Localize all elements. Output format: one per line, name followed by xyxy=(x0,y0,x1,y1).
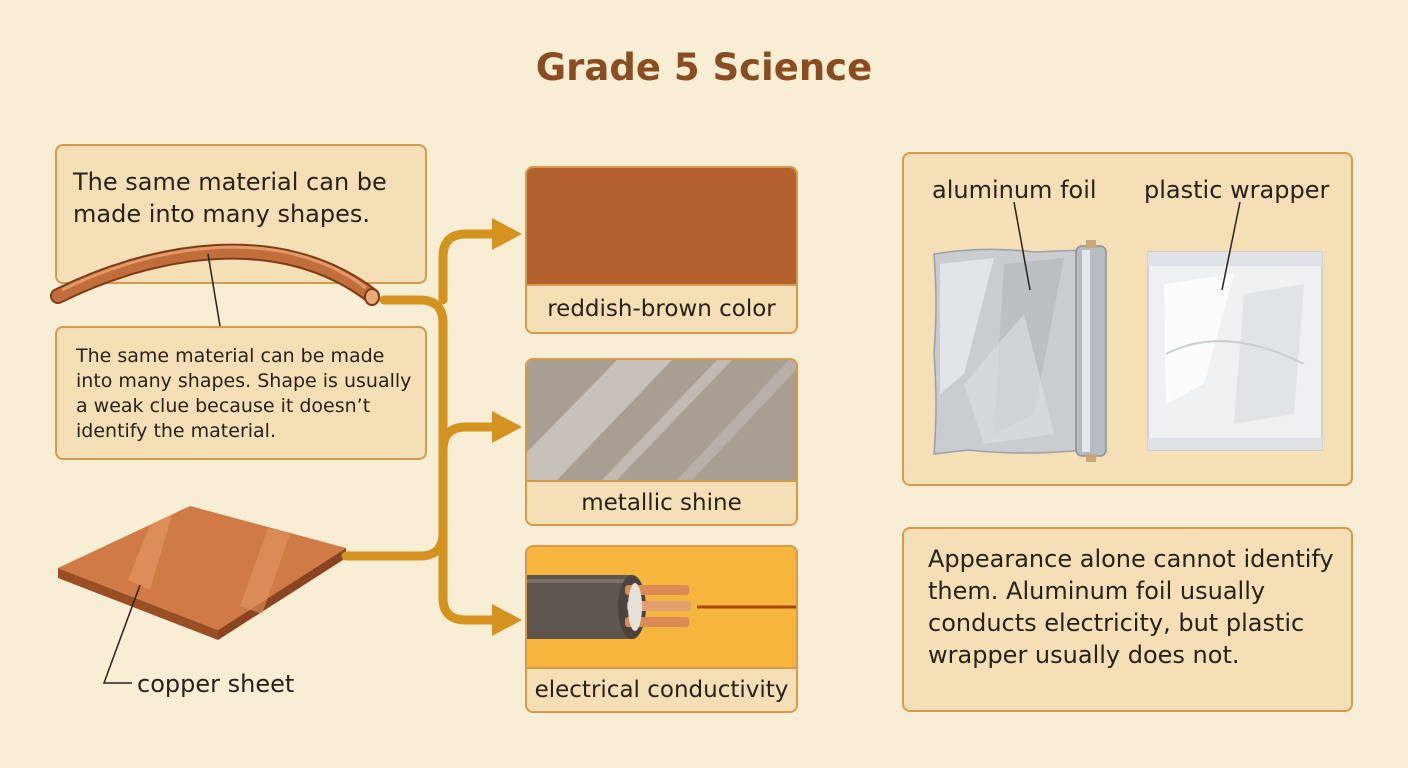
copper-sheet-label: copper sheet xyxy=(137,670,295,698)
sheet-pointer-line xyxy=(102,584,141,684)
arrow-head-shine xyxy=(492,411,522,443)
property-label-color: reddish-brown color xyxy=(527,284,796,332)
arrow-head-color xyxy=(492,218,522,250)
property-label-shine: metallic shine xyxy=(527,480,796,524)
wrapper-pointer-line xyxy=(1221,201,1241,291)
property-panel-conductivity: electrical conductivity xyxy=(525,545,798,713)
arrow-heads xyxy=(492,218,522,636)
foil-pointer-line xyxy=(1013,201,1031,291)
wire-pointer-line xyxy=(207,253,221,327)
property-label-conductivity: electrical conductivity xyxy=(527,667,796,711)
metallic-shine-swatch xyxy=(527,360,796,480)
plastic-wrapper-icon xyxy=(1147,251,1323,451)
copper-wire-icon xyxy=(50,243,380,306)
aluminum-foil-label: aluminum foil xyxy=(932,176,1097,204)
aluminum-foil-icon xyxy=(933,240,1107,462)
shape-explanation-text: The same material can be made into many … xyxy=(76,345,412,442)
shape-explanation-box: The same material can be made into many … xyxy=(55,326,427,460)
property-panel-color: reddish-brown color xyxy=(525,166,798,334)
comparison-box: aluminum foil plastic wrapper xyxy=(902,152,1353,486)
wire-callout-box: The same material can be made into many … xyxy=(55,144,427,284)
comparison-art xyxy=(933,201,1323,462)
copper-color-swatch xyxy=(527,168,796,284)
plastic-wrapper-label: plastic wrapper xyxy=(1144,176,1330,204)
electrical-cable-icon xyxy=(527,547,796,669)
arrow-head-conductivity xyxy=(492,604,522,636)
property-panel-shine: metallic shine xyxy=(525,358,798,526)
note-text: Appearance alone cannot identify them. A… xyxy=(928,545,1334,669)
note-box: Appearance alone cannot identify them. A… xyxy=(902,527,1353,712)
copper-sheet-icon xyxy=(58,506,346,640)
connector-lines xyxy=(341,229,497,625)
page-title: Grade 5 Science xyxy=(535,46,873,89)
wire-callout-text: The same material can be made into many … xyxy=(73,168,387,228)
